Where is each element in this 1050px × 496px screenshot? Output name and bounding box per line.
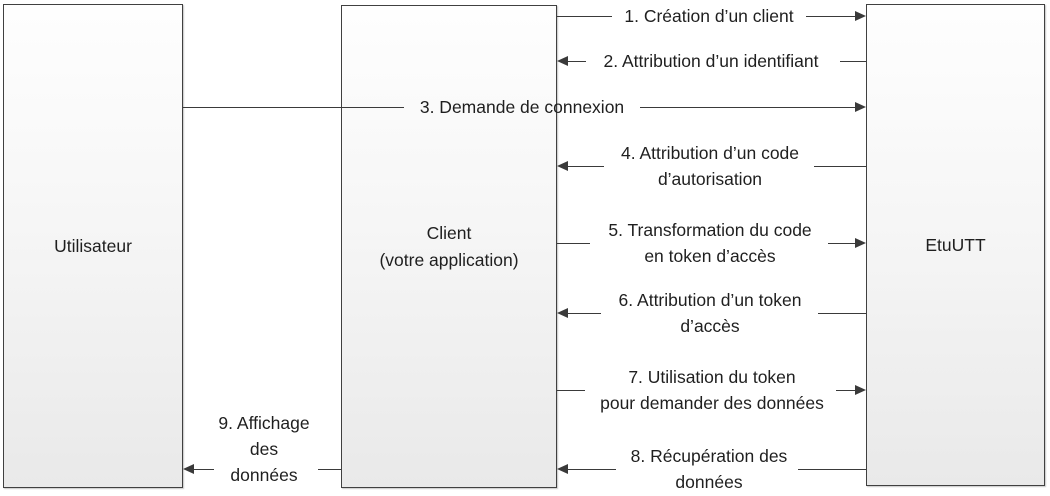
actor-label-client: Client (votre application): [379, 222, 519, 270]
actor-box-etuutt: EtuUTT: [866, 4, 1045, 486]
arrow-6-line: [818, 313, 866, 314]
message-3-label: 3. Demande de connexion: [419, 97, 625, 117]
message-2-label: 2. Attribution d’un identifiant: [603, 51, 819, 71]
arrow-3-line: [640, 107, 855, 108]
arrowhead-left-icon: [557, 161, 568, 171]
actor-label-utilisateur: Utilisateur: [54, 235, 132, 256]
message-5-label: 5. Transformation du code en token d’acc…: [608, 220, 812, 266]
actor-label-etuutt: EtuUTT: [925, 234, 986, 255]
message-7-label: 7. Utilisation du token pour demander de…: [600, 367, 824, 413]
message-6-label: 6. Attribution d’un token d’accès: [618, 290, 802, 336]
arrow-9-line: [318, 469, 341, 470]
arrow-5-line: [557, 243, 590, 244]
arrow-4-line: [814, 166, 866, 167]
actor-box-utilisateur: Utilisateur: [3, 4, 183, 488]
arrowhead-left-icon: [557, 308, 568, 318]
arrow-9-line: [194, 469, 214, 470]
arrowhead-right-icon: [855, 102, 866, 112]
arrow-5-line: [828, 243, 855, 244]
arrowhead-left-icon: [557, 56, 568, 66]
arrowhead-right-icon: [855, 238, 866, 248]
arrow-3-line: [183, 107, 404, 108]
message-8-label: 8. Récupération des données: [630, 446, 788, 492]
message-1-label: 1. Création d’un client: [624, 6, 794, 26]
arrowhead-right-icon: [855, 11, 866, 21]
arrow-4-line: [568, 166, 604, 167]
arrow-2-line: [840, 61, 866, 62]
arrow-1-line: [557, 16, 612, 17]
arrow-8-line: [798, 469, 866, 470]
arrowhead-right-icon: [855, 385, 866, 395]
message-9-label: 9. Affichage des données: [218, 413, 310, 485]
arrow-6-line: [568, 313, 601, 314]
message-4-label: 4. Attribution d’un code d’autorisation: [620, 143, 800, 189]
arrowhead-left-icon: [183, 464, 194, 474]
arrow-2-line: [568, 61, 586, 62]
arrow-1-line: [806, 16, 855, 17]
arrow-8-line: [568, 469, 616, 470]
actor-box-client: Client (votre application): [341, 5, 557, 488]
arrow-7-line: [836, 390, 855, 391]
arrowhead-left-icon: [557, 464, 568, 474]
arrow-7-line: [557, 390, 585, 391]
